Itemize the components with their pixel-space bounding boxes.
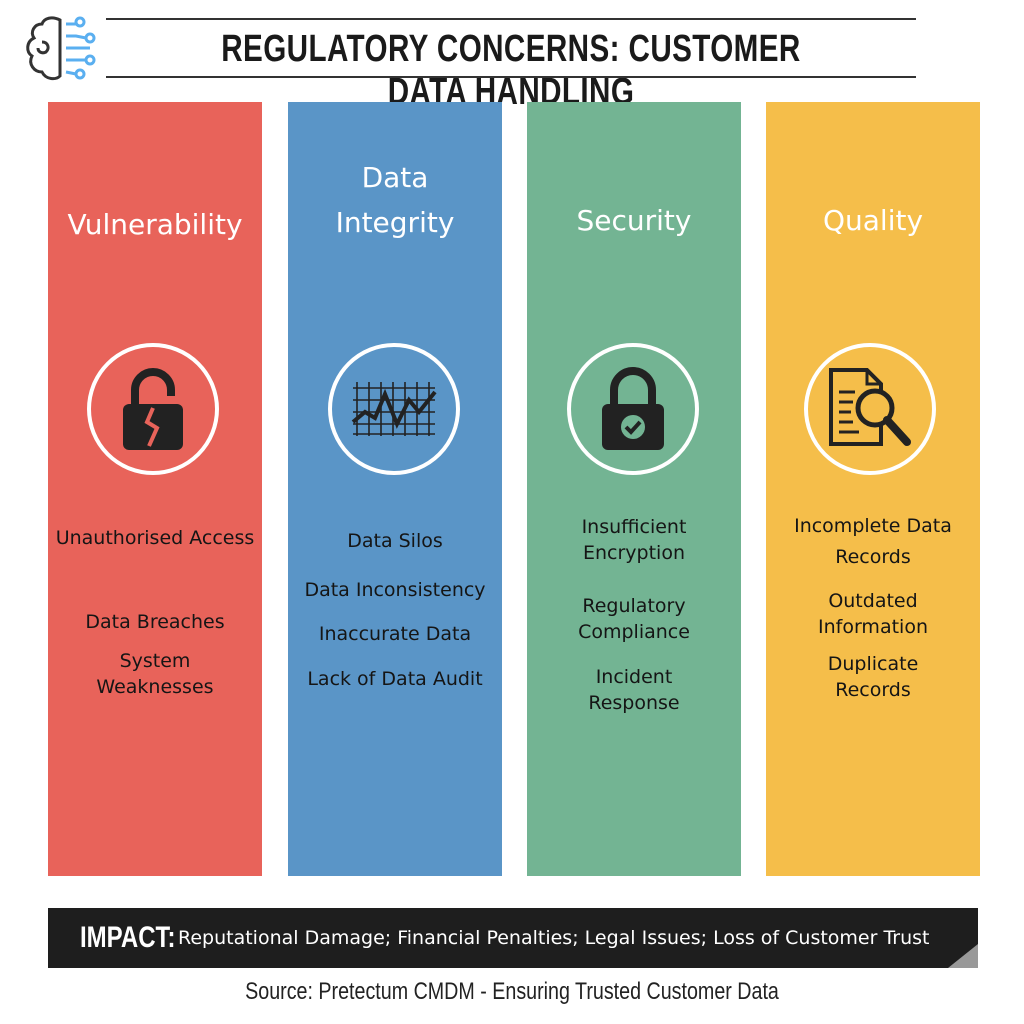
column-title: Quality — [822, 204, 924, 237]
icon-circle — [804, 343, 936, 475]
impact-label: IMPACT: — [80, 921, 176, 954]
list-item: Duplicate Records — [827, 653, 919, 701]
list-item: Lack of Data Audit — [307, 668, 483, 690]
list-item: Outdated Information — [818, 590, 928, 638]
icon-circle — [567, 343, 699, 475]
column-title-line: Data — [361, 161, 429, 194]
list-item: Incident Response — [588, 666, 680, 714]
column-quality: Quality Incomplete Data Records Outdated… — [766, 102, 980, 876]
list-item: Incomplete Data Records — [794, 515, 952, 568]
broken-padlock-icon — [123, 368, 183, 450]
page-title: REGULATORY CONCERNS: CUSTOMER DATA HANDL… — [221, 28, 801, 113]
icon-circle — [328, 343, 460, 475]
column-vulnerability: Vulnerability Unauthorised Access Data B… — [48, 102, 262, 876]
list-item: Insufficient Encryption — [581, 516, 687, 564]
line-graph-grid-icon — [351, 382, 437, 436]
list-item: Regulatory Compliance — [578, 595, 690, 643]
column-title-line: Integrity — [335, 206, 455, 239]
column-data-integrity: Data Integrity Data Silos Data Inconsist… — [288, 102, 502, 876]
impact-banner: IMPACT: Reputational Damage; Financial P… — [48, 908, 978, 968]
list-item: Inaccurate Data — [318, 623, 472, 645]
title-rule-top — [106, 18, 916, 20]
column-title: Security — [576, 204, 692, 237]
impact-text: Reputational Damage; Financial Penalties… — [178, 927, 930, 949]
list-item: Data Breaches — [85, 611, 225, 633]
list-item: Data Silos — [347, 530, 443, 552]
column-title: Vulnerability — [67, 208, 243, 241]
page-curl-corner — [948, 944, 978, 968]
column-security: Security Insufficient Encryption Regulat… — [527, 102, 741, 876]
brain-circuit-icon — [26, 16, 96, 81]
padlock-check-icon — [602, 367, 664, 450]
title-rule-bottom — [106, 76, 916, 78]
document-magnifier-icon — [829, 368, 911, 446]
list-item: Data Inconsistency — [304, 579, 486, 601]
icon-circle — [87, 343, 219, 475]
list-item: System Weaknesses — [96, 650, 214, 698]
list-item: Unauthorised Access — [55, 527, 255, 549]
source-caption: Source: Pretectum CMDM - Ensuring Truste… — [245, 978, 779, 1005]
